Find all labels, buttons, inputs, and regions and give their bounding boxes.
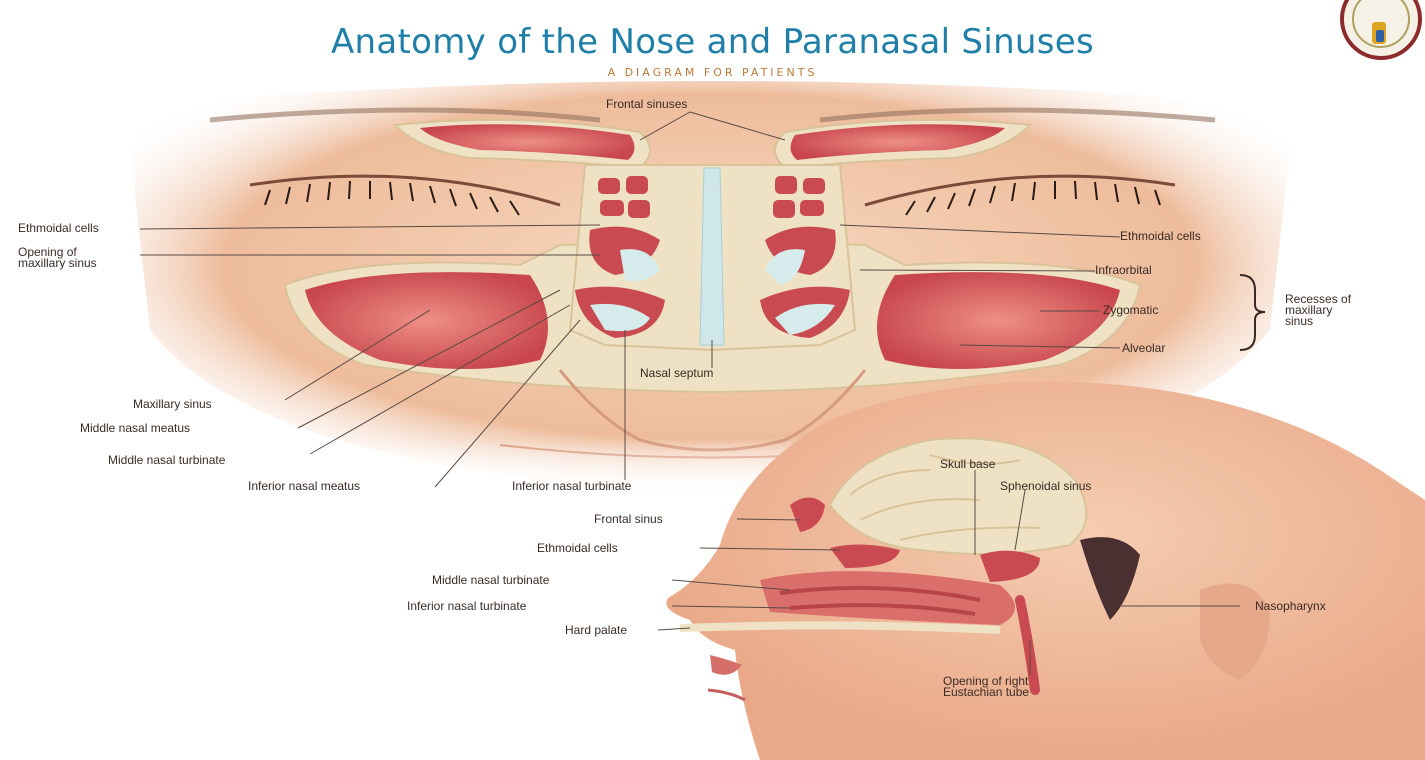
label-opening-maxillary-sinus: Opening of maxillary sinus	[18, 247, 97, 269]
label-frontal-sinuses: Frontal sinuses	[606, 98, 687, 111]
label-infraorbital: Infraorbital	[1095, 264, 1152, 277]
label-frontal-sinus: Frontal sinus	[594, 513, 663, 526]
page-subtitle: A DIAGRAM FOR PATIENTS	[0, 66, 1425, 79]
label-inferior-nasal-turbinate: Inferior nasal turbinate	[512, 480, 631, 493]
label-zygomatic: Zygomatic	[1103, 304, 1158, 317]
label-sphenoidal-sinus: Sphenoidal sinus	[1000, 480, 1091, 493]
label-hard-palate: Hard palate	[565, 624, 627, 637]
label-middle-nasal-turbinate-side: Middle nasal turbinate	[432, 574, 549, 587]
label-alveolar: Alveolar	[1122, 342, 1165, 355]
label-ethmoidal-cells-left: Ethmoidal cells	[18, 222, 99, 235]
page-title: Anatomy of the Nose and Paranasal Sinuse…	[0, 22, 1425, 62]
label-opening-eustachian-tube: Opening of right Eustachian tube	[943, 676, 1029, 698]
label-skull-base: Skull base	[940, 458, 995, 471]
seal-emblem-inner-icon	[1376, 30, 1384, 42]
label-nasopharynx: Nasopharynx	[1255, 600, 1326, 613]
label-inferior-nasal-meatus: Inferior nasal meatus	[248, 480, 360, 493]
label-middle-nasal-turbinate: Middle nasal turbinate	[108, 454, 225, 467]
label-middle-nasal-meatus: Middle nasal meatus	[80, 422, 190, 435]
label-maxillary-sinus: Maxillary sinus	[133, 398, 212, 411]
label-inferior-nasal-turbinate-side: Inferior nasal turbinate	[407, 600, 526, 613]
label-recesses-of-maxillary-sinus: Recesses of maxillary sinus	[1285, 294, 1351, 327]
label-nasal-septum: Nasal septum	[640, 367, 713, 380]
label-ethmoidal-cells-right: Ethmoidal cells	[1120, 230, 1201, 243]
label-ethmoidal-cells: Ethmoidal cells	[537, 542, 618, 555]
